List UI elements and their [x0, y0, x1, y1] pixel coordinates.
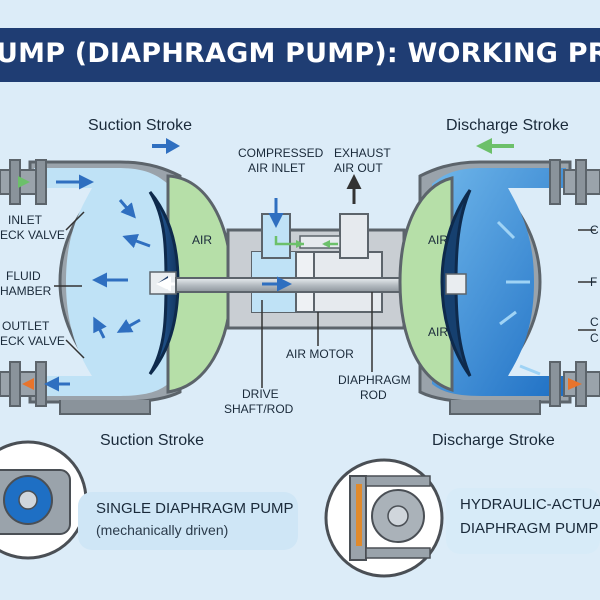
right-fluid-chamber [432, 168, 566, 396]
right-edge-label-2: F [590, 275, 597, 289]
exhaust-label-1: EXHAUST [334, 146, 391, 160]
air-motor-label: AIR MOTOR [286, 347, 354, 361]
left-fluid-chamber [34, 168, 168, 396]
fluid-chamber-label-2: HAMBER [0, 284, 52, 298]
inlet-arrow-icon [18, 176, 30, 188]
single-diaphragm-subtitle: (mechanically driven) [96, 522, 229, 538]
right-flow-arrows [496, 220, 541, 376]
right-plate [445, 273, 467, 295]
hydraulic-pump-thumbnail [324, 458, 444, 578]
drive-shaft-label-1: DRIVE [242, 387, 279, 401]
inlet-check-valve-label-2: ECK VALVE [0, 228, 65, 242]
air-motor-assembly [54, 174, 451, 388]
right-edge-label-4: C [590, 331, 599, 345]
suction-direction-arrow-icon [152, 138, 180, 154]
compressed-air-label-2: AIR INLET [248, 161, 306, 175]
compressed-air-label-1: COMPRESSED [238, 146, 324, 160]
inlet-valve-leader [65, 211, 85, 231]
left-base-foot [59, 400, 151, 415]
discharge-stroke-top-label: Discharge Stroke [446, 117, 569, 134]
single-diaphragm-card: SINGLE DIAPHRAGM PUMP (mechanically driv… [78, 492, 298, 550]
inlet-check-valve-label-1: INLET [8, 213, 43, 227]
suction-stroke-top-label: Suction Stroke [88, 117, 192, 134]
discharge-stroke-bottom-label: Discharge Stroke [432, 432, 555, 449]
right-base-foot [449, 400, 541, 415]
left-air-label: AIR [192, 233, 212, 247]
outlet-check-valve-label-2: ECK VALVE [0, 334, 65, 348]
left-diaphragm [148, 191, 180, 375]
discharge-direction-arrow-icon [476, 138, 514, 154]
title-bar: UMP (DIAPHRAGM PUMP): WORKING PRINCIPLE … [0, 28, 600, 82]
single-diaphragm-title: SINGLE DIAPHRAGM PUMP [96, 500, 294, 517]
suction-stroke-bottom-label: Suction Stroke [100, 432, 204, 449]
air-exhaust-port [339, 213, 369, 259]
right-edge-label-1: C [590, 223, 599, 237]
right-air-bottom-label: AIR [428, 325, 448, 339]
right-air-top-label: AIR [428, 233, 448, 247]
drive-shaft-label-2: SHAFT/ROD [224, 402, 294, 416]
right-outlet-arrow-icon [568, 378, 582, 390]
outlet-check-valve-label-1: OUTLET [2, 319, 50, 333]
fluid-chamber-label-1: FLUID [6, 269, 41, 283]
diaphragm-rod-label-1: DIAPHRAGM [338, 373, 411, 387]
hydraulic-card: HYDRAULIC-ACTUATI DIAPHRAGM PUMP [446, 488, 600, 554]
right-air-chamber [398, 176, 454, 393]
page-title: UMP (DIAPHRAGM PUMP): WORKING PRINCIPLE … [0, 38, 600, 69]
single-pump-thumbnail [0, 440, 88, 560]
hydraulic-title-2: DIAPHRAGM PUMP [460, 520, 599, 537]
outlet-arrow-icon [22, 378, 34, 390]
hydraulic-title-1: HYDRAULIC-ACTUATI [460, 496, 600, 513]
left-flow-arrows [44, 174, 151, 392]
diaphragm-rod-label-2: ROD [360, 388, 387, 402]
outlet-valve-leader [65, 339, 85, 359]
exhaust-label-2: AIR OUT [334, 161, 383, 175]
right-pump [398, 159, 600, 415]
right-edge-label-3: C [590, 315, 599, 329]
